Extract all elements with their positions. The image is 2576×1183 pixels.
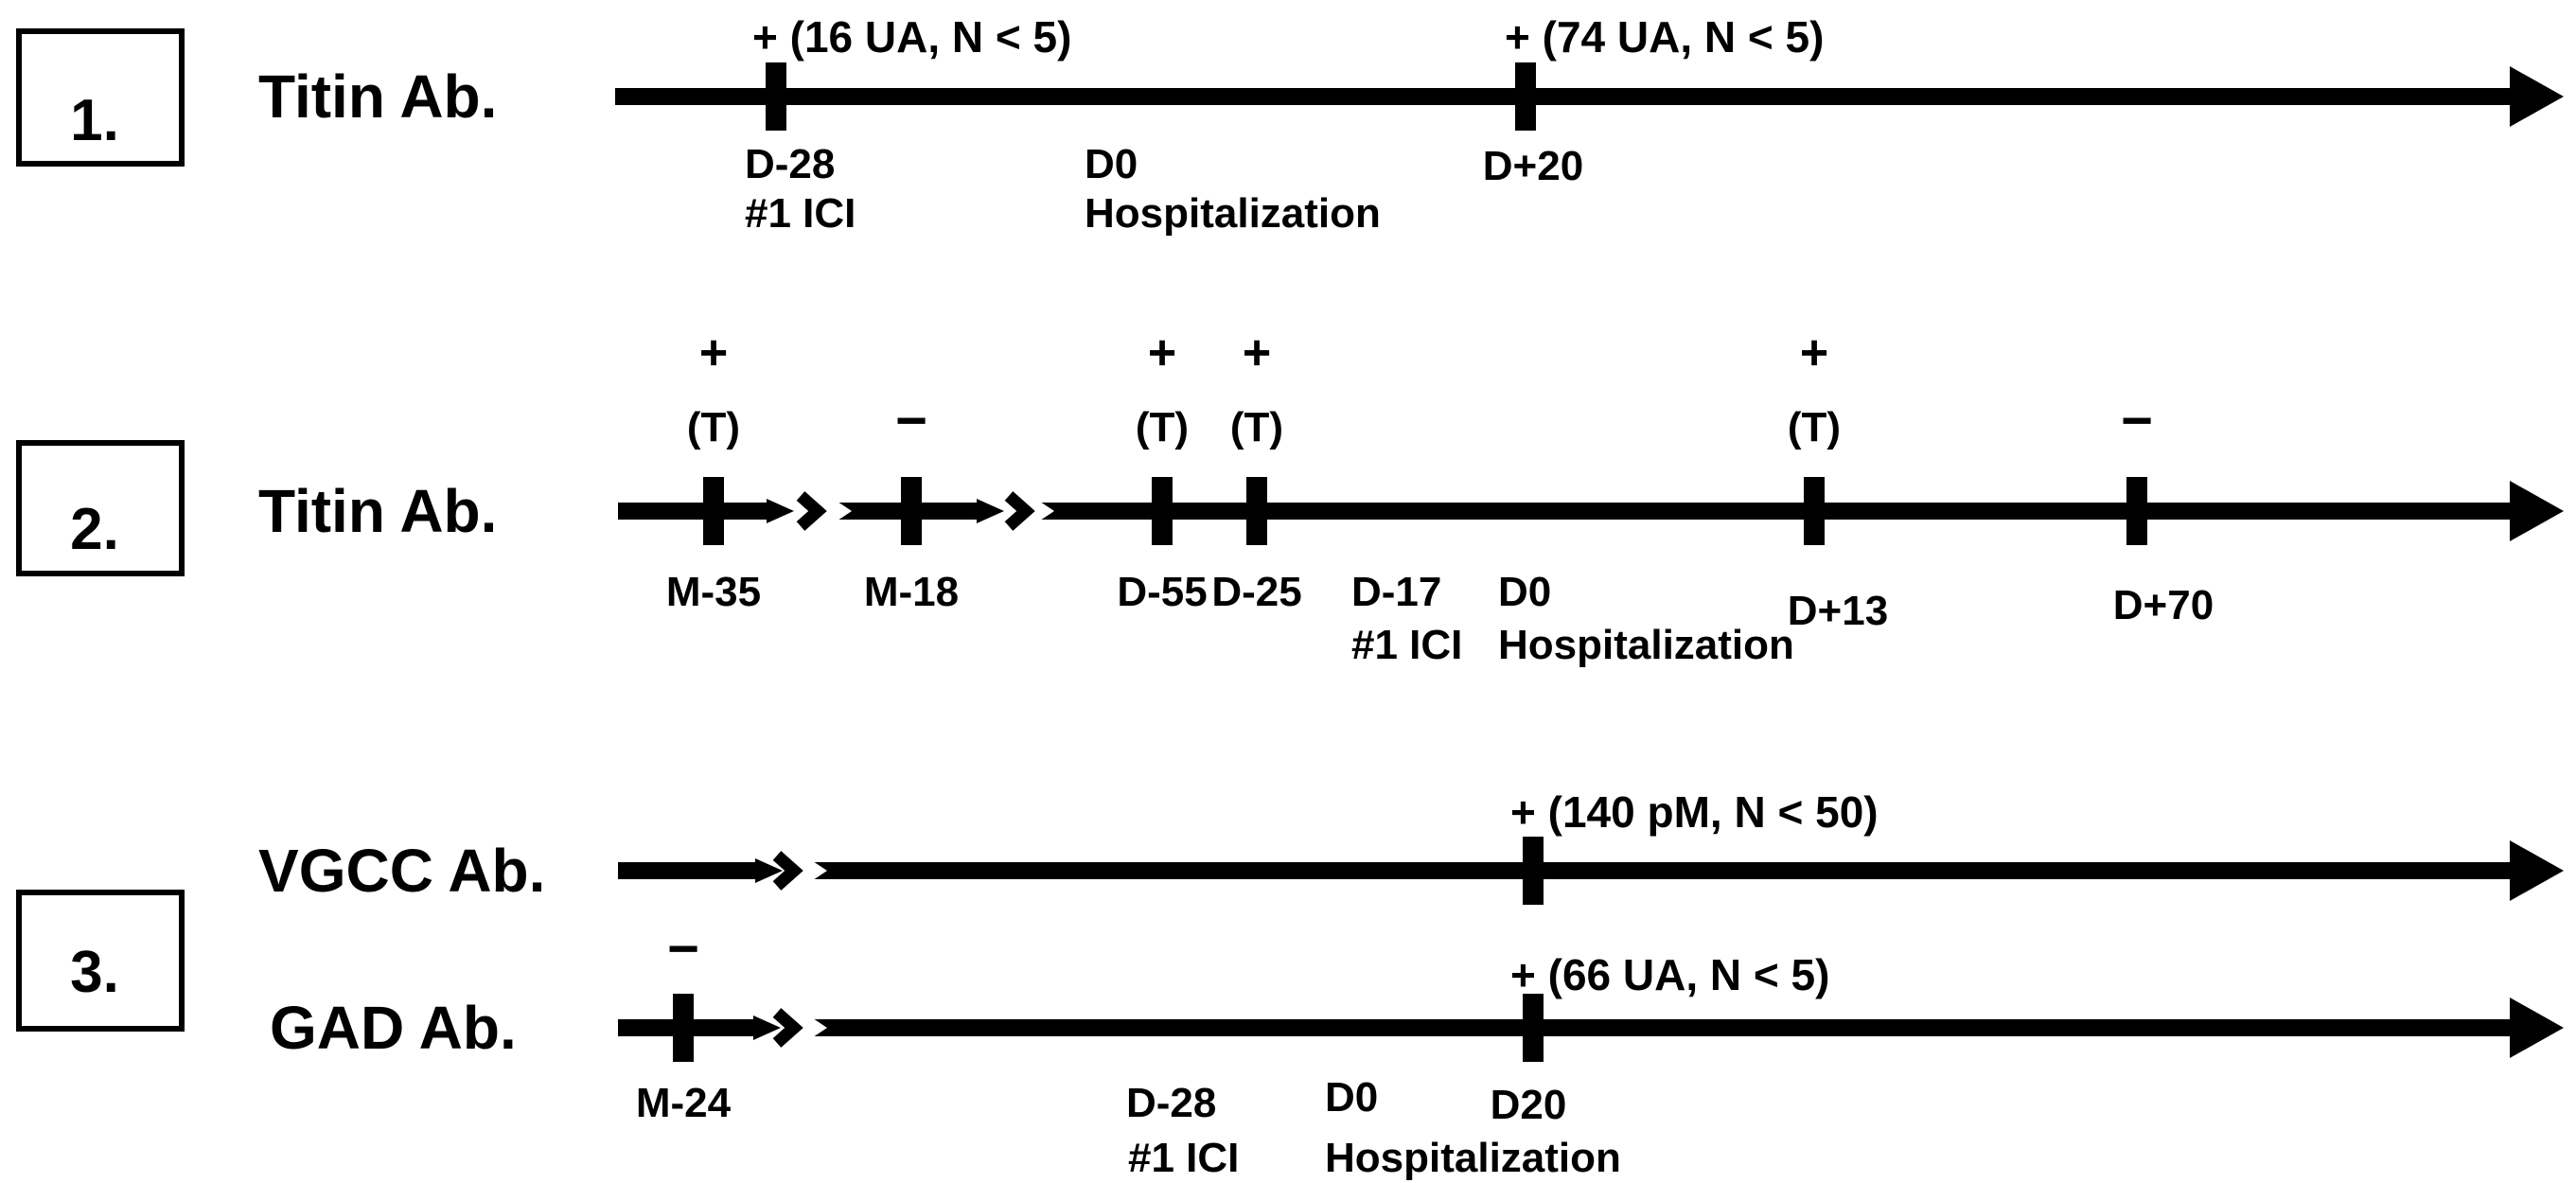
case-3-number: 3. (70, 940, 119, 1005)
break-chevron-icon (801, 496, 818, 526)
event-label: Hospitalization (1325, 1135, 1621, 1181)
patient-2-row: 2. Titin Ab. + + + + − − (T) (T) (T) (T) (16, 326, 2564, 668)
date-label: D-17 (1351, 569, 1441, 615)
timepoint-tick-d-28 (766, 62, 786, 131)
result-annotation: + (74 UA, N < 5) (1505, 12, 1824, 62)
date-label: M-24 (636, 1080, 732, 1126)
timeline-2-segment-a (618, 503, 768, 520)
result-sign: − (667, 918, 699, 980)
date-label: D+20 (1483, 143, 1583, 189)
timepoint-tick-m-24 (673, 994, 694, 1062)
timeline-1-axis (615, 88, 2510, 105)
date-label: M-18 (864, 569, 959, 615)
result-annotation: + (66 UA, N < 5) (1510, 950, 1829, 999)
case-1-number: 1. (70, 88, 119, 153)
arrowhead-icon (2510, 840, 2564, 901)
event-label: Hospitalization (1085, 190, 1381, 237)
vgcc-segment-a (618, 862, 757, 879)
date-label: D0 (1085, 141, 1138, 187)
date-label: D-28 (745, 141, 835, 187)
result-sign: + (1243, 326, 1271, 380)
timepoint-tick-d-plus-70 (2126, 477, 2147, 545)
result-sign: + (699, 326, 728, 380)
case-2-number: 2. (70, 497, 119, 562)
result-annotation: + (140 pM, N < 50) (1510, 787, 1879, 837)
assay-label: (T) (1230, 404, 1283, 450)
break-chevron-icon (1009, 496, 1026, 526)
result-annotation: + (16 UA, N < 5) (752, 12, 1071, 62)
timepoint-tick-gad-d20 (1523, 994, 1544, 1062)
antibody-label-2: Titin Ab. (258, 477, 497, 545)
case-1-number-box (16, 28, 185, 167)
timepoint-tick-vgcc-d20 (1523, 837, 1544, 905)
segment-point-icon (977, 499, 1004, 523)
result-sign: + (1148, 326, 1176, 380)
date-label: D+70 (2113, 582, 2214, 628)
date-label: D0 (1325, 1074, 1378, 1121)
timepoint-tick-d-plus-20 (1515, 62, 1536, 131)
segment-point-icon (767, 499, 794, 523)
vgcc-segment-b (812, 862, 2510, 879)
date-label: D-25 (1211, 569, 1301, 615)
antibody-label-gad: GAD Ab. (270, 994, 517, 1062)
arrowhead-icon (2510, 66, 2564, 127)
event-label: Hospitalization (1498, 622, 1794, 668)
assay-label: (T) (1136, 404, 1189, 450)
arrowhead-icon (2510, 481, 2564, 541)
timepoint-tick-d-25 (1246, 477, 1267, 545)
assay-label: (T) (1788, 404, 1841, 450)
result-sign: − (895, 390, 927, 451)
event-label: #1 ICI (1351, 622, 1462, 668)
date-label: D20 (1491, 1082, 1567, 1128)
antibody-label-1: Titin Ab. (258, 62, 497, 131)
date-label: D-28 (1126, 1080, 1216, 1126)
patient-3-rows: 3. VGCC Ab. + (140 pM, N < 50) GAD Ab. −… (16, 787, 2564, 1181)
result-sign: + (1800, 326, 1828, 380)
antibody-label-vgcc: VGCC Ab. (258, 837, 545, 905)
event-label: #1 ICI (1128, 1135, 1239, 1181)
result-sign: − (2121, 390, 2153, 451)
gad-segment-b (812, 1019, 2510, 1036)
case-3-number-box (16, 890, 185, 1032)
date-label: D+13 (1788, 588, 1888, 634)
arrowhead-icon (2510, 998, 2564, 1058)
date-label: M-35 (666, 569, 761, 615)
case-2-number-box (16, 440, 185, 576)
timepoint-tick-d-plus-13 (1804, 477, 1825, 545)
timepoint-tick-d-55 (1152, 477, 1173, 545)
assay-label: (T) (687, 404, 740, 450)
date-label: D0 (1498, 569, 1551, 615)
patient-1-row: 1. Titin Ab. + (16 UA, N < 5) + (74 UA, … (16, 12, 2564, 237)
timepoint-tick-m-18 (901, 477, 922, 545)
timepoint-tick-m-35 (703, 477, 724, 545)
date-label: D-55 (1117, 569, 1207, 615)
event-label: #1 ICI (745, 190, 856, 237)
